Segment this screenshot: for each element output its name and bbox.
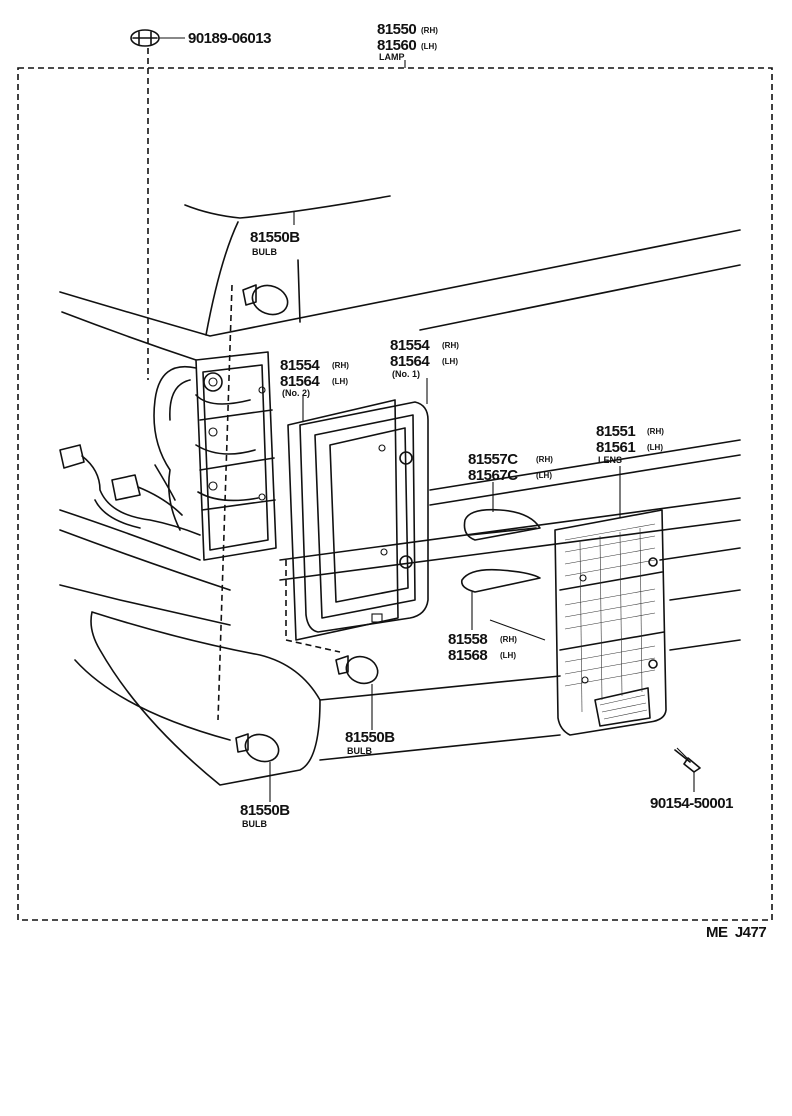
reflector-lower (460, 568, 541, 593)
reflector-rh: 81558 (448, 631, 487, 648)
bottom-screw-part-number: 90154-50001 (650, 795, 733, 812)
lamp-housing (195, 351, 277, 561)
reflector-c-upper (463, 508, 541, 541)
bulb-top-name: BULB (252, 247, 277, 257)
bulb-mid-part-number: 81550B (345, 729, 395, 746)
lamp-part-rh: 81550 (377, 21, 416, 38)
bumper-outline (90, 611, 321, 786)
vehicle-body-outline (59, 195, 741, 761)
gasket-no1-rh: 81554 (390, 337, 430, 354)
gasket-no2-lh: 81564 (280, 373, 320, 390)
reflector-rh-tag: (RH) (500, 635, 517, 644)
lens-lh-tag: (LH) (647, 443, 663, 452)
top-screw-icon (130, 29, 160, 47)
reflector-c-lh: 81567C (468, 467, 518, 484)
gasket-no1-lh-tag: (LH) (442, 357, 458, 366)
lens-name: LENS (598, 455, 622, 465)
reflector-c-lh-tag: (LH) (536, 471, 552, 480)
gasket-no2-rh: 81554 (280, 357, 320, 374)
lamp-part-lh: 81560 (377, 37, 416, 54)
lens-part-lh: 81561 (596, 439, 635, 456)
lens (554, 509, 667, 736)
bulb-low-icon (235, 733, 280, 763)
bulb-mid-icon (335, 655, 379, 685)
gasket-no1-frame (299, 401, 429, 633)
reflector-c-rh: 81557C (468, 451, 518, 468)
gasket-no2-rh-tag: (RH) (332, 361, 349, 370)
gasket-no2-note: (No. 2) (282, 388, 310, 398)
reflector-c-rh-tag: (RH) (536, 455, 553, 464)
gasket-no1-note: (No. 1) (392, 369, 420, 379)
lens-prism-pattern (564, 523, 656, 720)
gasket-no1-rh-tag: (RH) (442, 341, 459, 350)
assembly-frame (17, 67, 773, 921)
gasket-no2-lh-tag: (LH) (332, 377, 348, 386)
reflector-lh-tag: (LH) (500, 651, 516, 660)
gasket-no1-lh: 81564 (390, 353, 430, 370)
bulb-top-part-number: 81550B (250, 229, 300, 246)
lens-part-rh: 81551 (596, 423, 635, 440)
bulb-top-icon (242, 284, 289, 316)
wiring-harness (59, 366, 201, 536)
figure-code: ME J477 (706, 924, 766, 941)
lens-rh-tag: (RH) (647, 427, 664, 436)
bottom-screw-icon (674, 747, 701, 773)
top-screw-part-number: 90189-06013 (188, 30, 271, 47)
lamp-name: LAMP (379, 52, 405, 62)
lamp-lh-tag: (LH) (421, 42, 437, 51)
reflector-lh: 81568 (448, 647, 487, 664)
bulb-low-name: BULB (242, 819, 267, 829)
lamp-rh-tag: (RH) (421, 26, 438, 35)
gasket-no2 (287, 399, 399, 641)
bulb-mid-name: BULB (347, 746, 372, 756)
bulb-low-part-number: 81550B (240, 802, 290, 819)
